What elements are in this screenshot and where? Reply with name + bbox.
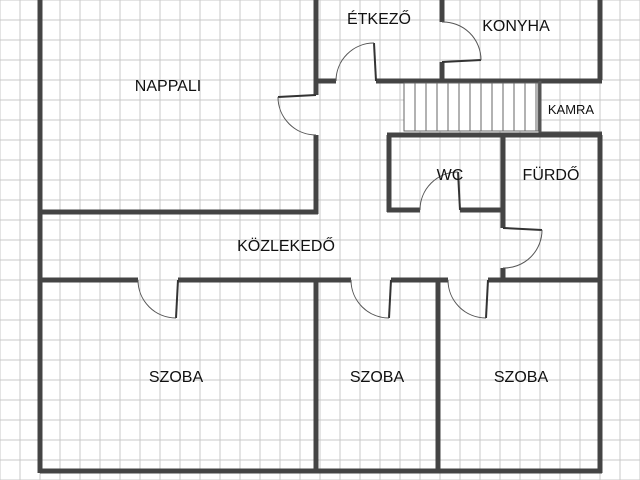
room-label-kozlekedo: KÖZLEKEDŐ bbox=[237, 236, 335, 255]
room-label-konyha: KONYHA bbox=[482, 18, 550, 35]
room-label-furdo: FÜRDŐ bbox=[523, 165, 580, 184]
door-etkezo bbox=[335, 42, 377, 82]
door-szoba-2 bbox=[350, 279, 392, 319]
doors bbox=[137, 21, 543, 319]
room-label-etkezo: ÉTKEZŐ bbox=[347, 9, 411, 28]
staircase bbox=[403, 82, 539, 132]
door-wc bbox=[419, 171, 461, 211]
door-konyha bbox=[441, 21, 482, 63]
room-label-nappali: NAPPALI bbox=[135, 78, 201, 95]
room-label-szoba-2: SZOBA bbox=[350, 369, 405, 386]
staircase-outline bbox=[403, 82, 539, 132]
room-label-szoba-1: SZOBA bbox=[149, 369, 204, 386]
room-label-szoba-3: SZOBA bbox=[494, 369, 549, 386]
door-furdo bbox=[502, 227, 543, 269]
walls bbox=[37, 0, 603, 474]
door-szoba-1 bbox=[137, 279, 179, 319]
room-label-kamra: KAMRA bbox=[548, 102, 595, 117]
door-nappali bbox=[277, 94, 317, 136]
room-labels: NAPPALI ÉTKEZŐ KONYHA KAMRA WC FÜRDŐ KÖZ… bbox=[135, 9, 595, 386]
door-szoba-3 bbox=[447, 279, 489, 319]
room-label-wc: WC bbox=[437, 167, 464, 184]
